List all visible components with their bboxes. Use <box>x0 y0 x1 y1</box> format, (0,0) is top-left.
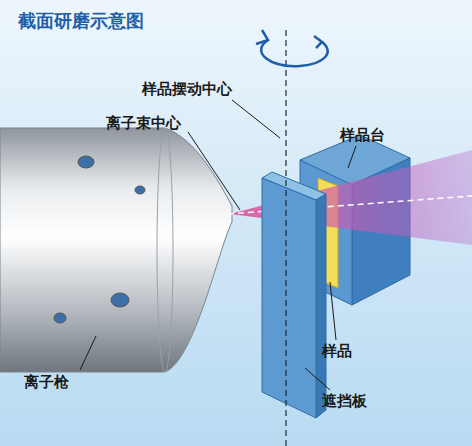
gun-label: 离子枪 <box>24 373 69 391</box>
shield-label: 遮挡板 <box>322 392 367 410</box>
beam-center-label: 离子束中心 <box>106 114 181 132</box>
diagram-title: 截面研磨示意图 <box>18 10 144 32</box>
axis-label: 样品摆动中心 <box>142 80 232 98</box>
rotation-arrow <box>256 30 328 66</box>
swing-axis <box>285 30 286 446</box>
stage-label: 样品台 <box>340 126 385 144</box>
sample-label: 样品 <box>322 342 352 360</box>
leader-lines <box>80 100 356 390</box>
shield-plate <box>262 172 326 418</box>
ion-gun <box>0 128 232 372</box>
